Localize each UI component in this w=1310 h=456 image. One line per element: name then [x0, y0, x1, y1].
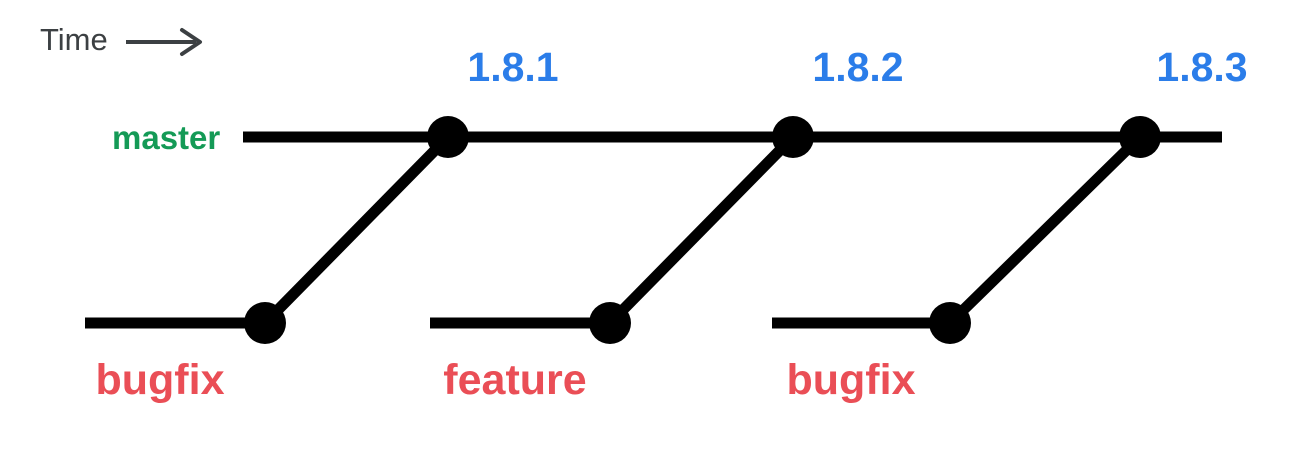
time-label: Time	[40, 22, 108, 57]
release-commit-dot-2	[1119, 116, 1161, 158]
release-commit-dot-1	[772, 116, 814, 158]
branch-label-feature: feature	[443, 356, 587, 404]
merge-line-1	[606, 133, 797, 327]
merge-line-0	[261, 133, 452, 327]
release-tag-1-8-1: 1.8.1	[467, 44, 559, 90]
branch-commit-dot-1	[589, 302, 631, 344]
release-commit-dot-0	[427, 116, 469, 158]
branch-label-bugfix-1: bugfix	[95, 356, 225, 404]
time-header: Time	[40, 22, 206, 58]
release-tag-1-8-3: 1.8.3	[1156, 44, 1248, 90]
branch-label-bugfix-2: bugfix	[786, 356, 916, 404]
branch-label-master: master	[112, 119, 221, 156]
branch-commit-dot-2	[929, 302, 971, 344]
right-arrow-icon	[125, 27, 202, 56]
branch-commit-dot-0	[244, 302, 286, 344]
release-tag-1-8-2: 1.8.2	[812, 44, 904, 90]
merge-line-2	[946, 133, 1144, 327]
